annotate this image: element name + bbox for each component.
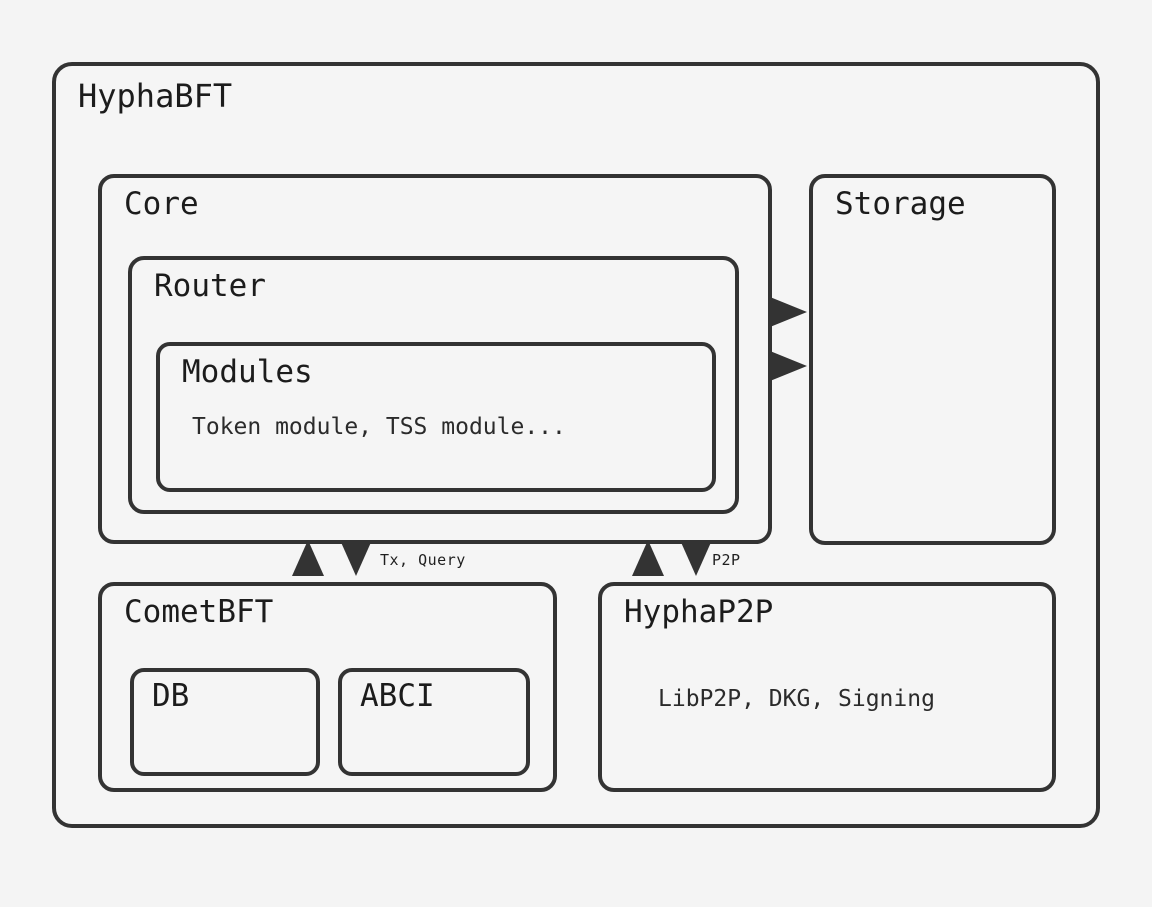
node-hyphabft-label: HyphaBFT: [78, 77, 233, 115]
arrow-up-icon-core-cometbft: [292, 540, 324, 576]
node-storage[interactable]: Storage: [809, 174, 1056, 545]
node-modules-label: Modules: [182, 354, 313, 390]
node-cometbft-label: CometBFT: [124, 594, 274, 630]
node-hyphap2p-detail: LibP2P, DKG, Signing: [658, 686, 935, 712]
edge-label-tx-query: Tx, Query: [380, 551, 466, 569]
arrow-right-icon-core-storage-upper: [770, 297, 807, 327]
arrow-down-icon-core-hyphap2p: [680, 540, 712, 576]
node-storage-label: Storage: [835, 186, 966, 222]
node-hyphabft[interactable]: HyphaBFT Core Router Modules Token modul…: [52, 62, 1100, 828]
node-abci-label: ABCI: [360, 678, 435, 714]
node-core-label: Core: [124, 186, 199, 222]
arrow-right-icon-core-storage-lower: [770, 351, 807, 381]
node-router-label: Router: [154, 268, 266, 304]
node-db-label: DB: [152, 678, 190, 714]
node-db[interactable]: DB: [130, 668, 320, 776]
node-modules[interactable]: Modules Token module, TSS module...: [156, 342, 716, 492]
arrow-down-icon-core-cometbft: [340, 540, 372, 576]
node-abci[interactable]: ABCI: [338, 668, 530, 776]
arrow-up-icon-core-hyphap2p: [632, 540, 664, 576]
node-router[interactable]: Router Modules Token module, TSS module.…: [128, 256, 739, 514]
node-modules-detail: Token module, TSS module...: [192, 414, 566, 440]
node-hyphap2p-label: HyphaP2P: [624, 594, 774, 630]
node-core[interactable]: Core Router Modules Token module, TSS mo…: [98, 174, 772, 544]
node-hyphap2p[interactable]: HyphaP2P LibP2P, DKG, Signing: [598, 582, 1056, 792]
edge-label-p2p: P2P: [712, 551, 741, 569]
node-cometbft[interactable]: CometBFT DB ABCI: [98, 582, 557, 792]
